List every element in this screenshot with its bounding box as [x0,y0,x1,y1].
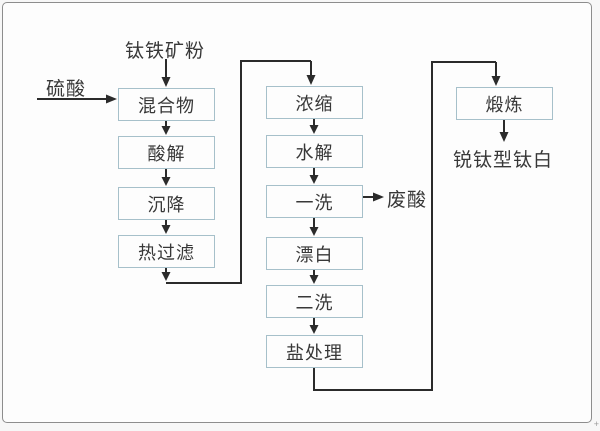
sulfuric-acid-label: 硫酸 [46,79,87,100]
node-mixture: 混合物 [118,88,215,121]
node-acid-hydrolysis: 酸解 [118,136,215,169]
corner-watermark-mark: + [593,419,599,429]
node-bleaching: 漂白 [266,237,363,270]
node-hot-filtration: 热过滤 [118,235,215,268]
node-hydrolysis: 水解 [266,135,363,168]
node-salt-treatment: 盐处理 [266,335,363,368]
ilmenite-powder-label: 钛铁矿粉 [124,41,206,62]
waste-acid-label: 废酸 [387,190,428,211]
product-anatase-titanium-white-label: 锐钛型钛白 [452,150,554,171]
node-calcination: 煅炼 [456,87,553,120]
node-first-wash: 一洗 [266,185,363,218]
node-sedimentation: 沉降 [118,187,215,220]
node-second-wash: 二洗 [266,285,363,318]
node-concentration: 浓缩 [266,86,363,119]
